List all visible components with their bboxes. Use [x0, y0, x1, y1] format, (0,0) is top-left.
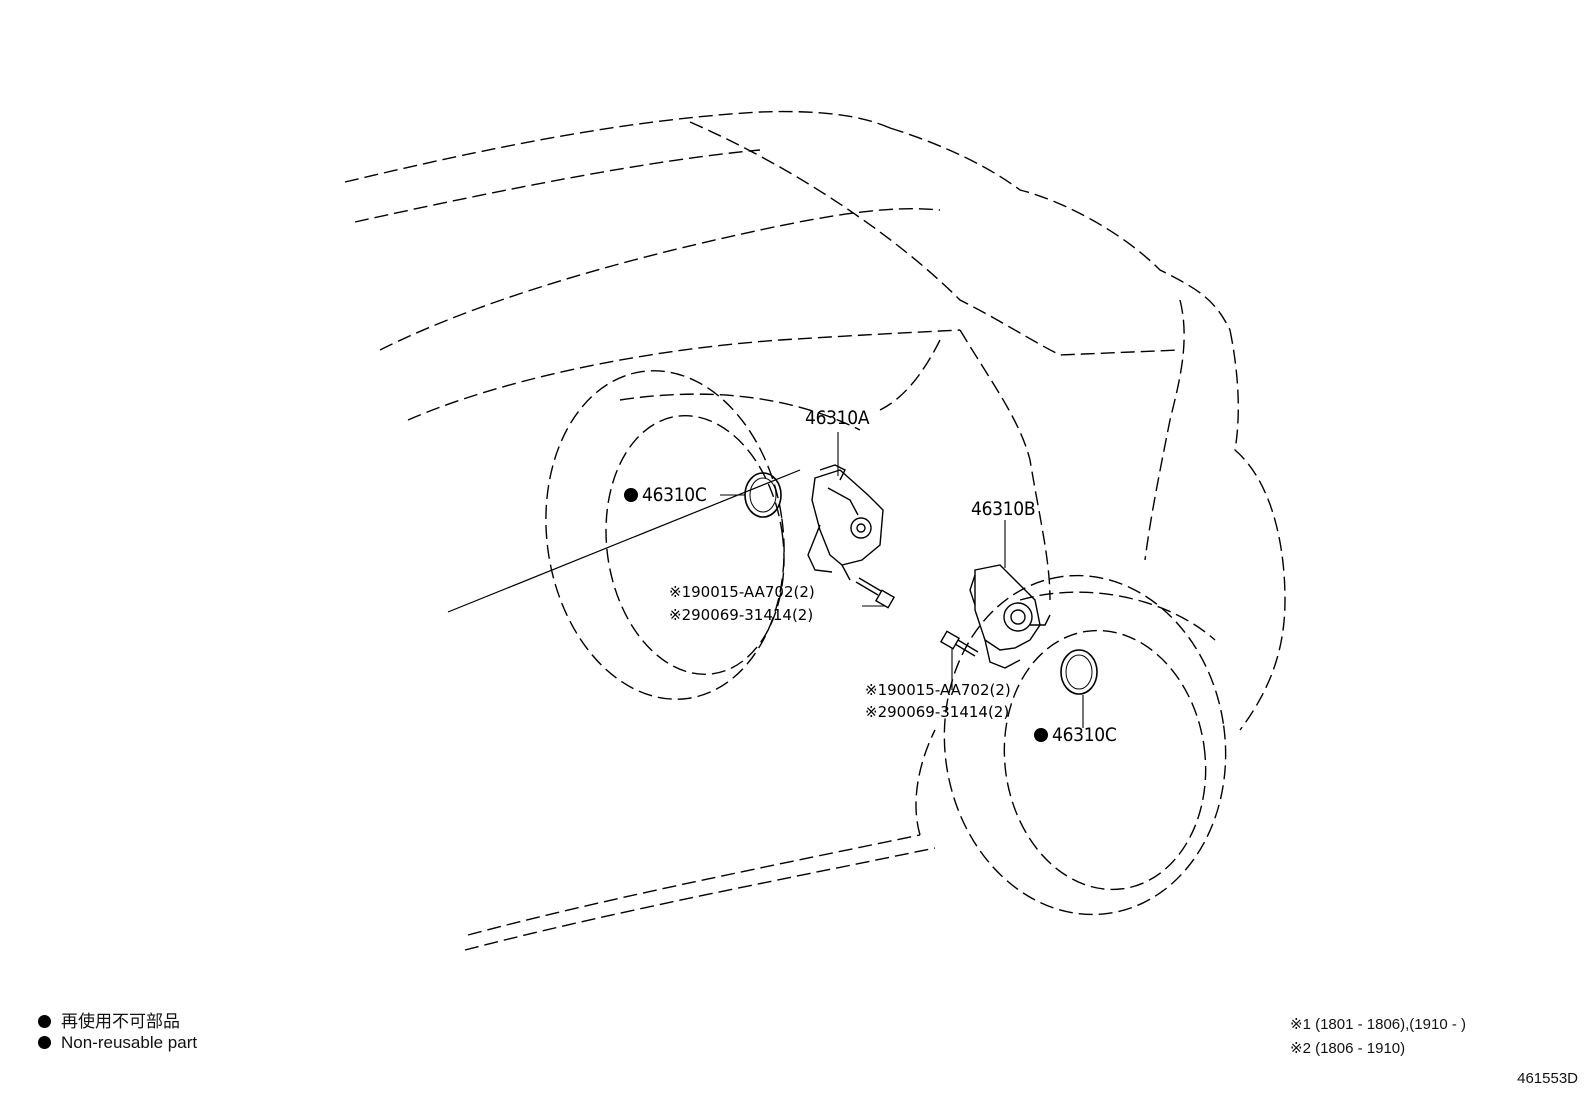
legend-row-en: Non-reusable part	[38, 1033, 197, 1053]
rear-wheel-left	[545, 370, 785, 700]
legend-en-text: Non-reusable part	[61, 1033, 198, 1052]
bolt-right-drawing	[939, 630, 979, 657]
diagram-reference-number: 461553D	[1517, 1070, 1578, 1087]
label-46310b: 46310B	[971, 498, 1036, 520]
label-46310c-left-text: 46310C	[642, 484, 707, 506]
leader-lines	[720, 432, 1084, 728]
frame-line	[447, 469, 801, 613]
label-46310c-right-text: 46310C	[1052, 724, 1117, 746]
seal-ring-left-inner	[749, 477, 777, 513]
non-reusable-dot-icon	[38, 1036, 51, 1049]
non-reusable-dot-icon	[624, 488, 638, 502]
footnote-2: ※2 (1806 - 1910)	[1290, 1040, 1406, 1057]
footnote-1: ※1 (1801 - 1806),(1910 - )	[1290, 1016, 1466, 1033]
label-46310a: 46310A	[805, 407, 870, 429]
actuator-b-drawing	[969, 564, 1051, 669]
vehicle-body-outline	[344, 110, 1286, 731]
seal-ring-right	[1060, 649, 1098, 695]
non-reusable-dot-icon	[1034, 728, 1048, 742]
legend-row-jp: 再使用不可部品	[38, 1007, 180, 1032]
side-sill-line	[464, 729, 936, 951]
label-46310c-right: 46310C	[1034, 726, 1117, 745]
non-reusable-dot-icon	[38, 1015, 51, 1028]
front-wheel-right	[943, 574, 1227, 916]
bolt-code-right-2: ※290069-31414(2)	[865, 703, 1010, 721]
bolt-code-left-1: ※190015-AA702(2)	[669, 583, 815, 601]
bolt-left-drawing	[855, 577, 896, 609]
seal-ring-right-inner	[1065, 654, 1093, 690]
bolt-code-left-2: ※290069-31414(2)	[669, 606, 814, 624]
legend-jp-text: 再使用不可部品	[61, 1012, 180, 1031]
bolt-code-right-1: ※190015-AA702(2)	[865, 681, 1011, 699]
actuator-a-drawing	[807, 464, 884, 581]
label-46310c-left: 46310C	[624, 486, 707, 505]
